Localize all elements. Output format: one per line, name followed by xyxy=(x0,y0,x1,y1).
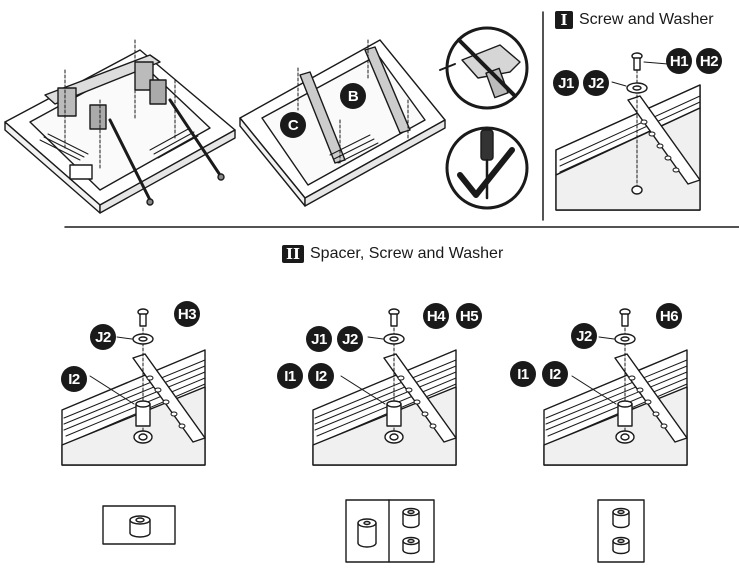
callout-i1: I1 xyxy=(510,361,536,387)
screwdriver-check-icon xyxy=(445,126,529,210)
detail-spacer-a xyxy=(61,308,206,466)
detail-screw-washer xyxy=(555,52,701,211)
callout-h5: H5 xyxy=(456,303,482,329)
callout-b: B xyxy=(340,83,366,109)
step-title-text: Spacer, Screw and Washer xyxy=(310,245,504,262)
detail-spacer-b xyxy=(312,308,457,466)
callout-h2: H2 xyxy=(696,48,722,74)
tv-back-with-arms xyxy=(4,39,236,214)
no-power-drill-icon xyxy=(439,26,529,110)
callout-h6: H6 xyxy=(656,303,682,329)
step-numeral-icon: II xyxy=(282,245,304,263)
callout-i1: I1 xyxy=(277,363,303,389)
callout-j2: J2 xyxy=(90,324,116,350)
callout-i2: I2 xyxy=(308,363,334,389)
tv-back-with-brackets xyxy=(239,39,446,207)
callout-j2: J2 xyxy=(337,326,363,352)
callout-h3: H3 xyxy=(174,301,200,327)
step-title-screw-washer: I Screw and Washer xyxy=(555,11,714,29)
callout-i2: I2 xyxy=(542,361,568,387)
spacer-box-b xyxy=(345,499,435,563)
callout-j1: J1 xyxy=(553,70,579,96)
callout-j2: J2 xyxy=(571,323,597,349)
callout-h4: H4 xyxy=(423,303,449,329)
step-title-text: Screw and Washer xyxy=(579,11,714,28)
callout-i2: I2 xyxy=(61,366,87,392)
callout-j1: J1 xyxy=(306,326,332,352)
step-title-spacer: II Spacer, Screw and Washer xyxy=(282,245,503,263)
callout-j2: J2 xyxy=(583,70,609,96)
spacer-box-c xyxy=(597,499,645,563)
callout-c: C xyxy=(280,112,306,138)
step-numeral-icon: I xyxy=(555,11,573,29)
detail-spacer-c xyxy=(543,308,688,466)
callout-h1: H1 xyxy=(666,48,692,74)
spacer-box-a xyxy=(102,505,176,545)
